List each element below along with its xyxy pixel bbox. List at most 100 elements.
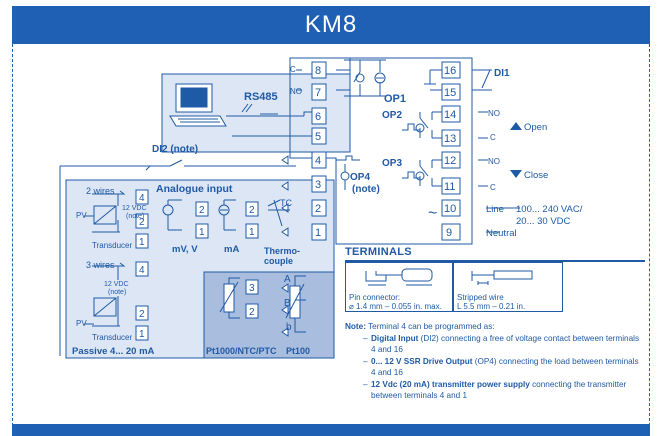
op2-label: OP2 [382, 110, 402, 121]
two-wires-label: 2 wires [86, 186, 115, 196]
open-arrow-icon [510, 122, 522, 130]
terminal-4: 4 [315, 155, 321, 167]
line-label: Line [486, 204, 504, 215]
at-4a: 4 [139, 193, 145, 204]
at-1b: 1 [139, 329, 145, 340]
stripped-wire-label: Stripped wire [457, 293, 504, 302]
at-2a: 2 [139, 217, 145, 228]
three-wires-label: 3 wires [86, 260, 115, 270]
rs485-label: RS485 [244, 91, 278, 103]
close-label: Close [524, 170, 548, 181]
di2-label: DI2 (note) [152, 144, 198, 155]
note-list: Digital Input (DI2) connecting a free of… [345, 333, 645, 401]
pt100-label: Pt100 [286, 346, 310, 356]
note-item-text: (DI2) connecting a free of voltage conta… [371, 334, 640, 354]
note-item-bold: 12 Vdc (20 mA) transmitter power supply [371, 380, 530, 389]
line-range-1: 100... 240 VAC/ [516, 204, 583, 215]
analogue-terminals: 4 2 1 4 2 1 2 1 2 1 3 2 [135, 189, 259, 341]
terminals-title: TERMINALS [345, 246, 412, 258]
pt100-a-label: A [284, 274, 291, 285]
at-ma-2: 2 [249, 205, 255, 216]
pv-label-a: PV [76, 211, 87, 220]
close-arrow-icon [510, 170, 522, 178]
note-intro: Note: Terminal 4 can be programmed as: [345, 321, 645, 332]
at-2b: 2 [139, 309, 145, 320]
at-mv-2: 2 [199, 205, 205, 216]
note-label-a: (note) [126, 213, 144, 220]
no-label-3: NO [488, 157, 500, 166]
tc-label: TC [280, 198, 292, 208]
vdc-label-b: 12 VDC [104, 281, 129, 288]
line-range-2: 20... 30 VDC [516, 216, 571, 227]
pin-connector-icon [365, 268, 433, 286]
c-label-3: C [490, 183, 496, 192]
thermo-label-1: Thermo- [264, 246, 300, 256]
terminal-5: 5 [315, 131, 321, 143]
stripped-wire-box: Stripped wire L 5.5 mm – 0.21 in. [453, 262, 563, 312]
terminal-12: 12 [444, 155, 456, 167]
pin-connector-spec: ⌀ 1.4 mm – 0.055 in. max. [349, 302, 442, 311]
op3-label: OP3 [382, 158, 402, 169]
thermo-label-2: couple [264, 256, 293, 266]
note-text: Terminal 4 can be programmed as: [368, 322, 495, 331]
note-item-text: connecting the transmitter between termi… [371, 380, 627, 400]
terminal-10: 10 [444, 203, 456, 215]
at-1a: 1 [139, 237, 145, 248]
note-label-b: (note) [108, 289, 126, 296]
terminal-block-left: 8 7 6 5 4 3 2 1 [311, 61, 327, 241]
at-pt1000-3: 3 [249, 283, 255, 294]
c-label-1: C [290, 65, 296, 74]
terminal-1: 1 [315, 227, 321, 239]
op4-label: OP4 [350, 172, 370, 183]
note-item-text: (OP4) connecting the load between termin… [371, 357, 639, 377]
terminal-16: 16 [444, 65, 456, 77]
tilde-symbol: ~ [428, 205, 437, 222]
terminal-8: 8 [315, 65, 321, 77]
terminals-section: TERMINALS Pin connector: ⌀ 1.4 mm – 0.05… [345, 246, 645, 312]
transducer-label-a: Transducer [92, 241, 133, 250]
terminal-6: 6 [315, 111, 321, 123]
terminal-3: 3 [315, 179, 321, 191]
terminal-15: 15 [444, 87, 456, 99]
transducer-label-b: Transducer [92, 333, 133, 342]
open-label: Open [524, 122, 547, 133]
terminal-11: 11 [444, 181, 455, 193]
op1-label: OP1 [384, 93, 406, 105]
at-pt1000-2: 2 [249, 307, 255, 318]
note-item-bold: Digital Input [371, 334, 419, 343]
terminal-13: 13 [444, 133, 456, 145]
neutral-label: Neutral [486, 228, 517, 239]
note-item: 0... 12 V SSR Drive Output (OP4) connect… [363, 356, 645, 378]
op4-note-label: (note) [352, 184, 380, 195]
note-item: Digital Input (DI2) connecting a free of… [363, 333, 645, 355]
terminal-block-right: 16 15 14 13 12 11 10 9 [441, 61, 461, 241]
pv-label-b: PV [76, 319, 87, 328]
note-lead: Note: [345, 322, 366, 331]
at-mv-1: 1 [199, 227, 205, 238]
pt100-b-label: B [284, 298, 291, 309]
vdc-label-a: 12 VDC [122, 205, 147, 212]
c-label-2: C [490, 133, 496, 142]
no-label-1: NO [290, 87, 302, 96]
note-section: Note: Terminal 4 can be programmed as: D… [345, 321, 645, 401]
terminal-14: 14 [444, 109, 456, 121]
di1-label: DI1 [494, 68, 510, 79]
terminal-7: 7 [315, 87, 321, 99]
pt100-lower-b-label: b [286, 322, 292, 333]
pin-connector-label: Pin connector: [349, 293, 401, 302]
stripped-wire-spec: L 5.5 mm – 0.21 in. [457, 302, 526, 311]
terminal-9: 9 [446, 227, 452, 239]
at-4b: 4 [139, 265, 145, 276]
at-ma-1: 1 [249, 227, 255, 238]
note-item-bold: 0... 12 V SSR Drive Output [371, 357, 473, 366]
terminal-2: 2 [315, 203, 321, 215]
passive-label: Passive 4... 20 mA [72, 346, 155, 357]
page-title: KM8 [12, 6, 650, 44]
diagram-frame [12, 44, 650, 426]
pin-connector-box: Pin connector: ⌀ 1.4 mm – 0.055 in. max. [345, 262, 453, 312]
mv-label: mV, V [172, 244, 198, 255]
footer-bar [12, 424, 650, 436]
ma-label: mA [224, 244, 239, 255]
stripped-wire-icon [471, 270, 533, 285]
